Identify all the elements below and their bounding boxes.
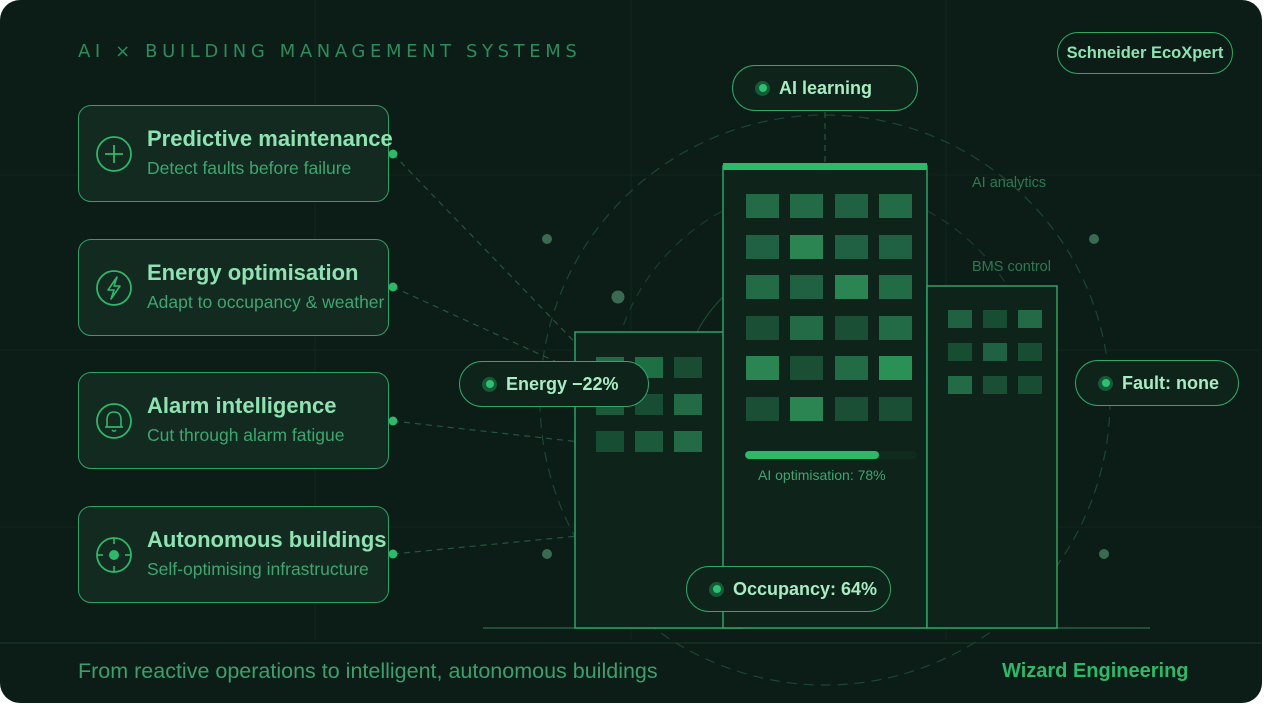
card-subtitle: Self-optimising infrastructure — [147, 559, 369, 579]
badge-label: Fault: none — [1122, 372, 1219, 393]
badge-fault: Fault: none — [1075, 360, 1239, 406]
bell-icon — [96, 403, 132, 439]
eyebrow-title: AI × BUILDING MANAGEMENT SYSTEMS — [78, 41, 582, 62]
target-icon — [96, 537, 132, 573]
badge-label: Energy −22% — [506, 373, 619, 394]
card-alarm-intelligence: Alarm intelligence Cut through alarm fat… — [78, 372, 389, 469]
card-predictive-maintenance: Predictive maintenance Detect faults bef… — [78, 105, 393, 202]
card-energy-optimisation: Energy optimisation Adapt to occupancy &… — [78, 239, 389, 336]
badge-label: Occupancy: 64% — [733, 578, 878, 599]
card-subtitle: Cut through alarm fatigue — [147, 425, 345, 445]
footer-tagline: From reactive operations to intelligent,… — [78, 659, 658, 683]
ai-optimisation-progress — [745, 451, 917, 459]
tag-bms-control: BMS control — [972, 259, 1051, 275]
card-title: Autonomous buildings — [147, 527, 387, 552]
footer-brand: Wizard Engineering — [1002, 660, 1189, 682]
badge-energy: Energy −22% — [459, 361, 649, 407]
status-dot-icon — [755, 80, 770, 96]
badge-label: AI learning — [779, 77, 873, 98]
card-autonomous-buildings: Autonomous buildings Self-optimising inf… — [78, 506, 389, 603]
status-dot-icon — [709, 581, 724, 597]
tower-windows — [746, 194, 912, 421]
right-building-windows — [948, 310, 1042, 394]
progress-label: AI optimisation: 78% — [758, 467, 886, 483]
status-dot-icon — [1098, 375, 1113, 391]
progress-fill — [745, 451, 880, 459]
card-title: Energy optimisation — [147, 260, 359, 285]
card-subtitle: Detect faults before failure — [147, 158, 352, 178]
badge-ai-learning: AI learning — [732, 65, 918, 111]
slide-panel: AI × BUILDING MANAGEMENT SYSTEMS Schneid… — [0, 0, 1262, 703]
plus-circle-icon — [96, 136, 132, 172]
badge-occupancy: Occupancy: 64% — [686, 566, 891, 612]
brand-badge: Schneider EcoXpert — [1057, 32, 1233, 74]
card-title: Alarm intelligence — [147, 393, 337, 418]
tag-ai-analytics: AI analytics — [972, 175, 1047, 191]
lightning-icon — [96, 270, 132, 306]
status-dot-icon — [482, 376, 497, 392]
card-title: Predictive maintenance — [147, 126, 393, 151]
card-subtitle: Adapt to occupancy & weather — [147, 292, 385, 312]
